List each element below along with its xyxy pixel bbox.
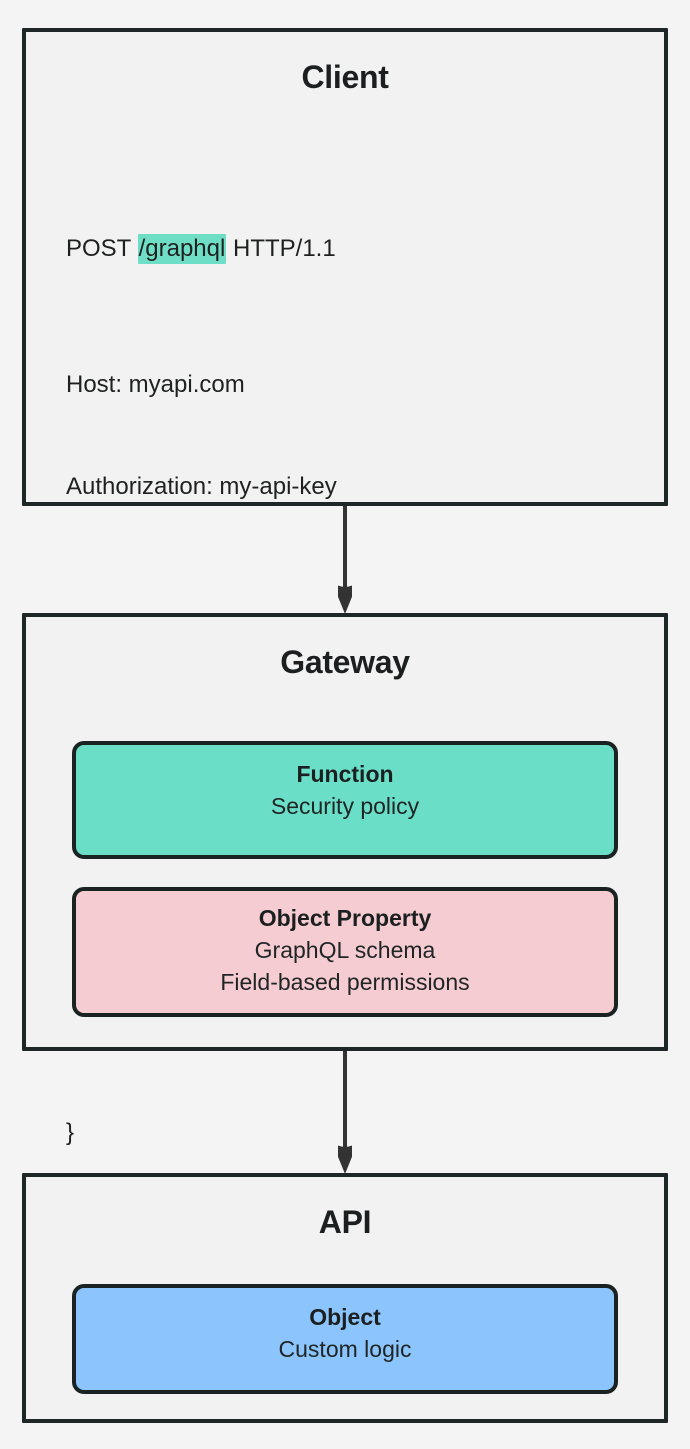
header-host: Host: myapi.com (66, 370, 245, 398)
request-space-2 (226, 235, 233, 262)
node-client: Client POST /graphql HTTP/1.1 Host: myap… (22, 28, 668, 1146)
arrow-gateway-to-api-icon (338, 1051, 352, 1174)
inner-node-object: Object Custom logic (72, 1284, 618, 1394)
inner-node-object-property-title: Object Property (258, 905, 432, 931)
node-client-title: Client (301, 59, 389, 95)
body-close-brace: } (66, 1118, 75, 1146)
inner-node-function-title: Function (296, 761, 394, 787)
request-space-1 (131, 235, 138, 262)
request-method: POST (66, 234, 131, 262)
header-authorization: Authorization: my-api-key (66, 472, 337, 500)
inner-node-object-property-line-2: Field-based permissions (220, 969, 470, 995)
request-line: POST /graphql HTTP/1.1 (66, 232, 664, 266)
inner-node-object-line-1: Custom logic (278, 1336, 412, 1362)
inner-node-object-property: Object Property GraphQL schema Field-bas… (72, 887, 618, 1017)
node-gateway-title: Gateway (280, 644, 410, 680)
node-api-title: API (318, 1204, 372, 1240)
inner-node-object-property-line-1: GraphQL schema (254, 937, 436, 963)
request-path: /graphql (137, 233, 227, 264)
arrow-client-to-gateway-icon (338, 506, 352, 614)
inner-node-function-line-1: Security policy (270, 793, 420, 819)
inner-node-object-title: Object (309, 1304, 381, 1330)
request-protocol: HTTP/1.1 (233, 234, 336, 262)
inner-node-function: Function Security policy (72, 741, 618, 859)
